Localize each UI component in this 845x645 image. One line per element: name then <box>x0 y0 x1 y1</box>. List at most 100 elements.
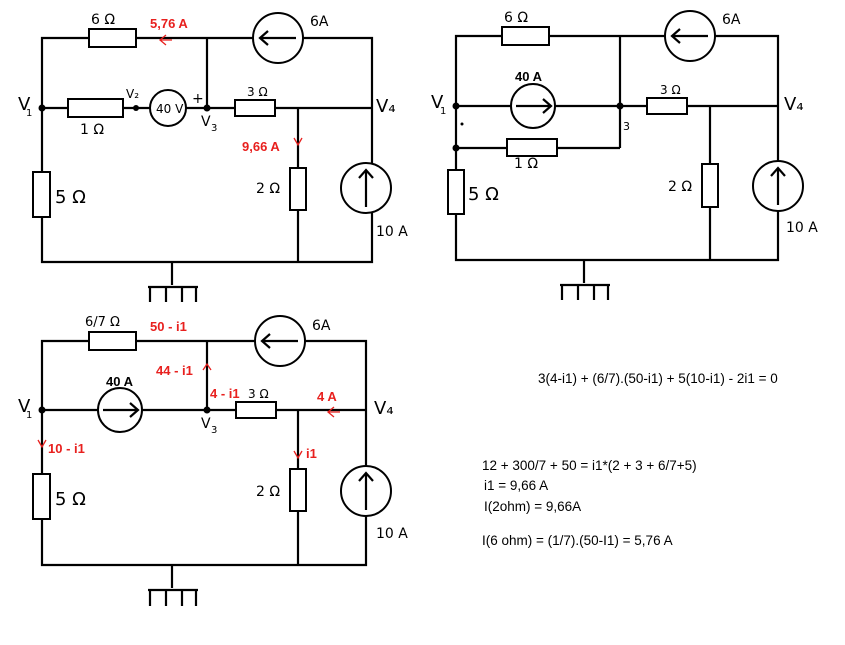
c1-i2-label: 9,66 A <box>242 139 280 154</box>
c1-v1-sub: 1 <box>26 108 32 119</box>
c3-i-r3-label: 4 - i1 <box>210 386 240 401</box>
c1-v3-label: V <box>201 114 211 130</box>
c2-r6-label: 6 Ω <box>504 10 528 26</box>
c2-6a-label: 6A <box>722 12 741 28</box>
c3-v3-sub: 3 <box>211 425 217 436</box>
c2-resistor-3ohm <box>646 97 688 115</box>
c3-resistor-2ohm <box>289 468 307 512</box>
c3-i-mid-arrow <box>202 362 212 371</box>
c2-v1-label: V <box>431 92 444 113</box>
c1-resistor-2ohm <box>289 167 307 211</box>
c3-v4-label: V₄ <box>374 398 394 419</box>
circuit-2: 6 Ω 6A 40 A V 1 3 3 Ω V₄ 1 Ω 5 Ω 2 Ω 10 … <box>431 10 818 300</box>
c1-10a-label: 10 A <box>376 224 408 240</box>
c1-r5-label: 5 Ω <box>55 187 86 208</box>
c3-i-top-label: 50 - i1 <box>150 319 187 334</box>
c2-resistor-5ohm <box>447 169 465 215</box>
c1-node-v2 <box>133 105 139 111</box>
c1-i2-arrow <box>293 137 303 147</box>
c3-i-left-arrow <box>37 439 47 449</box>
c1-v2-label: V₂ <box>126 87 139 101</box>
c1-voltage-source-40v <box>149 89 187 127</box>
equations-block: 3(4-i1) + (6/7).(50-i1) + 5(10-i1) - 2i1… <box>482 371 778 548</box>
c1-resistor-5ohm <box>32 171 51 218</box>
c1-r3-label: 3 Ω <box>247 85 268 99</box>
c1-r6-label: 6 Ω <box>91 12 115 28</box>
c3-v1-label: V <box>18 396 31 417</box>
c3-i-right-label: 4 A <box>317 389 337 404</box>
c3-node-v3 <box>203 406 211 414</box>
c3-10a-arrow-icon <box>358 471 374 510</box>
c1-10a-arrow-icon <box>358 168 374 207</box>
circuit-1: 6 Ω 5,76 A 6A 1 Ω 40 V + V 1 V₂ V 3 3 Ω … <box>18 12 408 302</box>
c1-resistor-1ohm <box>67 98 124 118</box>
c2-40a-label: 40 A <box>515 69 543 84</box>
c3-r3-label: 3 Ω <box>248 387 269 401</box>
c3-i-mid-label: 44 - i1 <box>156 363 193 378</box>
c2-6a-arrow-icon <box>670 28 708 44</box>
c3-outer-loop <box>40 339 368 567</box>
c3-40a-label: 40 A <box>106 374 134 389</box>
c3-resistor-6-7ohm <box>88 331 137 351</box>
c2-10a-label: 10 A <box>786 220 818 236</box>
c3-6a-label: 6A <box>312 318 331 334</box>
c2-node-v1b <box>452 144 460 152</box>
c3-10a-label: 10 A <box>376 526 408 542</box>
c2-40a-arrow-icon <box>516 98 553 114</box>
c3-node-v1 <box>38 406 46 414</box>
c1-v1-label: V <box>18 94 31 115</box>
equation-1: 3(4-i1) + (6/7).(50-i1) + 5(10-i1) - 2i1… <box>538 371 778 386</box>
c1-r1-label: 1 Ω <box>80 122 104 138</box>
c3-i-right-arrow <box>326 406 340 418</box>
equation-5: I(6 ohm) = (1/7).(50-I1) = 5,76 A <box>482 533 673 548</box>
c1-resistor-6ohm <box>88 28 137 48</box>
c2-resistor-1ohm <box>506 138 558 157</box>
c1-i6-arrow <box>158 34 172 46</box>
c2-r1-label: 1 Ω <box>514 156 538 172</box>
c2-r3-label: 3 Ω <box>660 83 681 97</box>
c3-v1-sub: 1 <box>26 410 32 421</box>
c2-10a-arrow-icon <box>770 166 786 205</box>
c2-v3-sub: 3 <box>623 120 630 133</box>
c3-i-r2-arrow <box>293 450 303 460</box>
c3-resistor-5ohm <box>32 473 51 520</box>
c3-r2-label: 2 Ω <box>256 484 280 500</box>
c2-r5-label: 5 Ω <box>468 184 499 205</box>
c1-r2-label: 2 Ω <box>256 181 280 197</box>
c3-r67-label: 6/7 Ω <box>85 315 120 330</box>
c1-resistor-3ohm <box>234 99 276 117</box>
c2-dot <box>460 122 464 126</box>
c3-40a-arrow-icon <box>103 402 140 418</box>
c3-resistor-3ohm <box>235 401 277 419</box>
c2-node-v1 <box>452 102 460 110</box>
c3-i-r2-label: i1 <box>306 446 317 461</box>
c1-ground-icon <box>148 262 198 302</box>
c2-node-v3 <box>616 102 624 110</box>
c2-r2-label: 2 Ω <box>668 179 692 195</box>
c3-6a-arrow-icon <box>260 333 298 349</box>
c1-node-v3 <box>203 104 211 112</box>
c1-i6-label: 5,76 A <box>150 16 188 31</box>
c2-resistor-6ohm <box>501 26 550 46</box>
c1-6a-arrow-icon <box>258 30 296 46</box>
c3-r5-label: 5 Ω <box>55 489 86 510</box>
c2-v1-sub: 1 <box>440 106 446 117</box>
c3-v3-label: V <box>201 416 211 432</box>
c2-v4-label: V₄ <box>784 94 804 115</box>
c1-v3-sub: 3 <box>211 123 217 134</box>
equation-3: i1 = 9,66 A <box>484 478 548 493</box>
c2-ground-icon <box>560 260 610 300</box>
c1-plus-sign: + <box>192 91 204 107</box>
equation-2: 12 + 300/7 + 50 = i1*(2 + 3 + 6/7+5) <box>482 458 697 473</box>
c1-node-v1 <box>38 104 46 112</box>
equation-4: I(2ohm) = 9,66A <box>484 499 581 514</box>
circuit-3: 6/7 Ω 50 - i1 6A 44 - i1 40 A V 1 V 3 4 … <box>18 315 408 606</box>
c3-i-left-label: 10 - i1 <box>48 441 85 456</box>
c2-resistor-2ohm <box>701 163 719 208</box>
c3-ground-icon <box>148 565 198 606</box>
c1-40v-label: 40 V <box>156 102 184 116</box>
c1-6a-label: 6A <box>310 14 329 30</box>
c1-v4-label: V₄ <box>376 96 396 117</box>
